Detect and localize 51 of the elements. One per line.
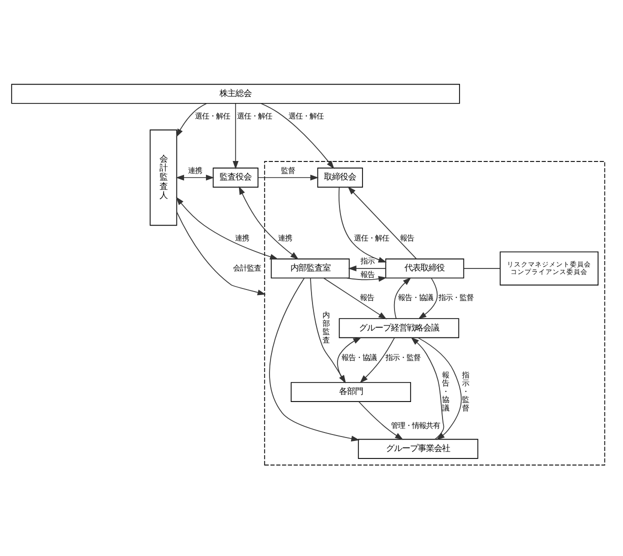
edge-label: 報告	[360, 270, 374, 279]
arrow	[394, 277, 412, 319]
arrow	[358, 401, 404, 440]
arrow	[176, 174, 214, 181]
node-box: グループ経営戦略会議	[338, 318, 460, 338]
arrow	[232, 103, 238, 170]
connector	[463, 268, 501, 269]
edge-label: 報告・協議	[442, 370, 449, 412]
arrow	[346, 276, 387, 282]
edge-label: 選任・解任	[288, 111, 324, 120]
arrow	[269, 278, 360, 442]
node-box: 代表取締役	[385, 258, 464, 278]
node-box: 会計監査人	[150, 130, 178, 226]
arrow	[410, 337, 444, 440]
edge-label: 指示・監督	[462, 370, 469, 412]
edge-label: 報告	[400, 233, 414, 242]
arrow	[176, 103, 208, 138]
arrow	[238, 186, 299, 260]
arrow	[323, 278, 387, 320]
edge-label: 選任・解任	[354, 233, 390, 242]
node-box: 株主総会	[11, 84, 460, 104]
arrow	[348, 266, 386, 272]
arrow	[176, 212, 266, 296]
edge-label: 報告	[360, 293, 374, 302]
arrow	[360, 337, 395, 384]
arrow	[348, 186, 417, 260]
edge-label: 指示・監督	[438, 293, 474, 302]
edge-label: 選任・解任	[237, 111, 272, 120]
node-box: 監査役会	[212, 168, 258, 188]
edge-label: 報告・協議	[398, 293, 434, 302]
node-box: 取締役会	[317, 168, 363, 188]
arrow	[418, 337, 462, 440]
edge-label: 報告・協議	[342, 352, 377, 362]
node-box: 各部門	[290, 382, 412, 402]
arrow	[260, 103, 334, 169]
edge-label: 会計監査	[232, 263, 261, 272]
edge-label: 連携	[188, 166, 202, 175]
edge-label: 指示・監督	[386, 352, 421, 362]
edge-label: 監督	[280, 166, 295, 175]
arrow	[176, 196, 278, 260]
edge-label: 連携	[234, 233, 249, 242]
edge-label: 連携	[278, 233, 292, 242]
edge-label: 内部監査	[322, 310, 330, 344]
node-box: 内部監査室	[270, 258, 350, 278]
arrow	[418, 278, 438, 320]
arrow	[258, 174, 319, 181]
edge-label: 指示	[360, 256, 374, 266]
arrow	[338, 186, 387, 263]
edge-label: 選任・解任	[194, 111, 230, 120]
edge-label: 管理・情報共有	[391, 420, 440, 430]
node-box: グループ事業会社	[358, 438, 478, 459]
